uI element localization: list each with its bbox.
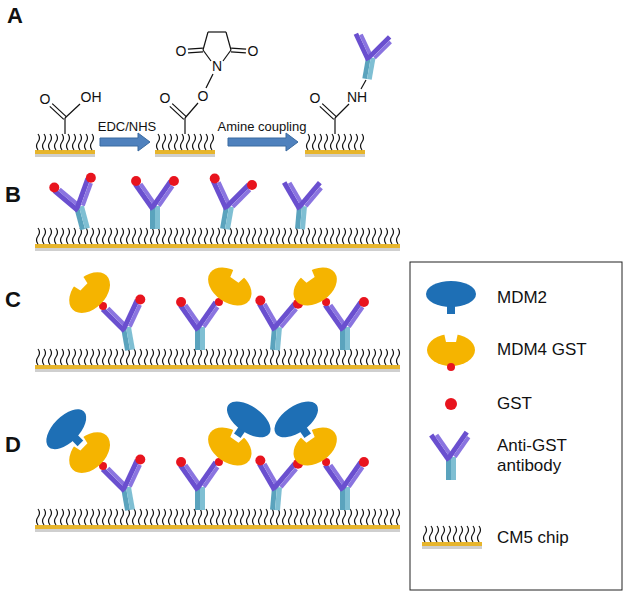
atom-label: O xyxy=(160,90,171,106)
gst-tag xyxy=(210,173,220,183)
chemical-bond xyxy=(361,80,366,89)
anti-gst-antibody xyxy=(203,177,254,233)
anti-gst-antibody xyxy=(100,298,151,354)
chemical-bond xyxy=(208,32,226,33)
chemical-bond xyxy=(320,104,336,120)
cm5-chip xyxy=(35,134,95,157)
chemical-bond xyxy=(65,118,66,134)
atom-label: OH xyxy=(81,89,102,105)
mdm4-gst xyxy=(286,259,344,314)
chemical-bond xyxy=(335,118,336,134)
gst-tag xyxy=(445,398,457,410)
chemical-bond xyxy=(203,32,208,50)
gst-tag xyxy=(86,173,96,183)
gst-tag xyxy=(169,176,179,186)
gst-tag xyxy=(176,457,186,467)
anti-gst-antibody xyxy=(100,458,151,514)
mdm4-gst xyxy=(427,333,475,371)
atom-label: O xyxy=(198,88,209,104)
mdm2 xyxy=(268,394,328,450)
panel-letter: D xyxy=(5,432,21,457)
panel-letter: A xyxy=(7,3,23,28)
anti-gst-antibody xyxy=(133,180,176,229)
chemical-bond xyxy=(203,50,211,61)
anti-gst-antibody xyxy=(51,176,105,235)
atom-label: O xyxy=(176,43,187,59)
anti-gst-antibody xyxy=(323,301,366,350)
anti-gst-antibody xyxy=(253,299,300,352)
atom-label: O xyxy=(40,91,51,107)
gst-tag xyxy=(255,296,265,306)
chemical-bond xyxy=(65,104,80,118)
gst-tag xyxy=(359,457,369,467)
chemical-bond xyxy=(188,48,203,53)
gst-tag xyxy=(247,180,257,190)
anti-gst-antibody xyxy=(278,178,325,231)
mdm2 xyxy=(217,394,277,450)
chemical-bond xyxy=(170,104,186,120)
anti-gst-antibody xyxy=(178,301,221,350)
reagent-label: EDC/NHS xyxy=(98,120,157,135)
cm5-chip xyxy=(422,526,482,549)
legend-box xyxy=(410,262,622,590)
legend-text: Anti-GST antibody xyxy=(497,436,612,475)
chemical-bond xyxy=(223,50,231,61)
panel-letter: B xyxy=(5,182,21,207)
legend-text: GST xyxy=(497,394,612,414)
chemical-bond xyxy=(226,32,231,50)
panel-letter: C xyxy=(5,287,21,312)
chemical-bond xyxy=(231,48,246,53)
legend-text: MDM2 xyxy=(497,288,612,308)
gst-tag xyxy=(255,456,265,466)
chemical-bond xyxy=(206,74,213,88)
atom-label: O xyxy=(248,43,259,59)
anti-gst-antibody xyxy=(253,459,300,512)
reaction-arrow xyxy=(228,133,298,151)
legend-text: CM5 chip xyxy=(497,528,612,548)
mdm4-gst xyxy=(201,259,259,314)
atom-label: O xyxy=(310,90,321,106)
gst-tag xyxy=(49,183,59,193)
cm5-chip xyxy=(35,349,400,372)
gst-tag xyxy=(176,297,186,307)
chemical-bond xyxy=(335,104,349,118)
anti-gst-antibody xyxy=(429,431,472,480)
mdm2 xyxy=(39,402,98,461)
legend-text: MDM4 GST xyxy=(497,340,612,360)
cm5-chip xyxy=(35,228,400,251)
mdm2 xyxy=(426,281,476,314)
anti-gst-antibody xyxy=(323,461,366,510)
gst-tag xyxy=(135,454,145,464)
cm5-chip xyxy=(155,134,215,157)
cm5-chip xyxy=(305,134,365,157)
gst-tag xyxy=(359,297,369,307)
cm5-chip xyxy=(35,509,400,532)
gst-tag xyxy=(131,176,141,186)
chemical-bond xyxy=(185,103,198,118)
anti-gst-antibody xyxy=(178,461,221,510)
atom-label: NH xyxy=(347,89,367,105)
reagent-label: Amine coupling xyxy=(218,120,307,135)
atom-label: N xyxy=(212,58,222,74)
gst-tag xyxy=(135,294,145,304)
chemical-bond xyxy=(50,104,66,120)
reaction-arrow xyxy=(100,133,150,151)
mdm4-gst xyxy=(61,264,118,321)
anti-gst-antibody xyxy=(347,29,395,82)
chemical-bond xyxy=(185,118,186,134)
